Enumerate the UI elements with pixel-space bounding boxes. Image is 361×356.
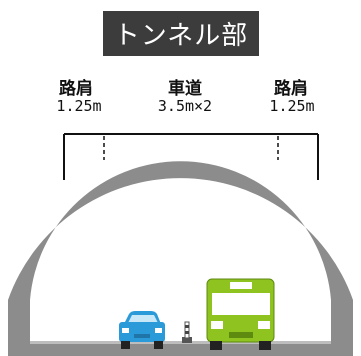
left-shoulder-width: 1.25m xyxy=(56,97,102,115)
right-shoulder-label: 路肩 xyxy=(274,79,308,99)
roadway-label: 車道 xyxy=(168,79,202,99)
dimension-lines xyxy=(63,133,319,180)
tunnel-lining xyxy=(8,161,353,356)
right-shoulder-width: 1.25m xyxy=(269,97,315,115)
road-edge xyxy=(30,341,331,344)
car-icon xyxy=(119,311,165,349)
page-title: トンネル部 xyxy=(113,21,249,51)
road-surface xyxy=(30,343,331,356)
title-box: トンネル部 xyxy=(103,11,259,56)
bus-icon xyxy=(206,278,275,350)
left-shoulder-label: 路肩 xyxy=(59,79,93,99)
pole-icon xyxy=(182,321,192,343)
roadway-width: 3.5m×2 xyxy=(157,97,213,115)
